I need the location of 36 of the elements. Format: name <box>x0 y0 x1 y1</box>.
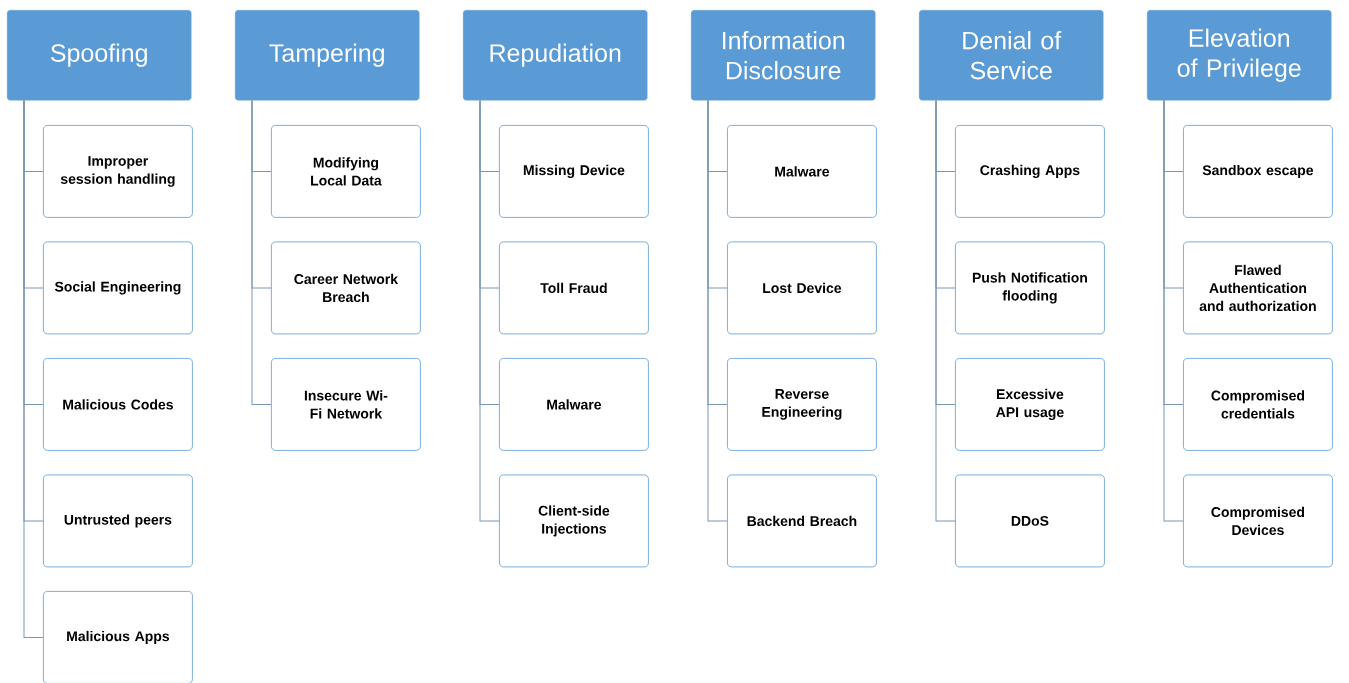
threat-box: Career Network Breach <box>271 241 421 335</box>
threat-box: Malware <box>727 125 877 218</box>
threat-box: DDoS <box>955 474 1105 568</box>
threat-box: Crashing Apps <box>955 125 1105 218</box>
connector-line <box>479 99 500 522</box>
threat-box: Push Notification flooding <box>955 241 1105 335</box>
threat-box: Insecure Wi-Fi Network <box>271 358 421 451</box>
category-header: Information Disclosure <box>691 10 876 101</box>
threat-box: Sandbox escape <box>1183 125 1333 218</box>
threat-box: Toll Fraud <box>499 241 649 335</box>
category-header: Elevation of Privilege <box>1147 10 1332 101</box>
threat-box: Untrusted peers <box>43 474 193 568</box>
threat-box: Backend Breach <box>727 474 877 568</box>
connector-line <box>23 99 44 638</box>
category-header: Spoofing <box>7 10 192 101</box>
threat-box: Reverse Engineering <box>727 358 877 451</box>
threat-box: Compromised Devices <box>1183 474 1333 568</box>
threat-box: Flawed Authentication and authorization <box>1183 241 1333 335</box>
threat-box: Improper session handling <box>43 125 193 218</box>
connector-line <box>251 99 272 405</box>
category-header: Repudiation <box>463 10 648 101</box>
threat-box: Malware <box>499 358 649 451</box>
category-header: Tampering <box>235 10 420 101</box>
threat-box: Malicious Codes <box>43 358 193 451</box>
threat-box: Malicious Apps <box>43 591 193 683</box>
threat-box: Social Engineering <box>43 241 193 335</box>
threat-box: Client-side Injections <box>499 474 649 568</box>
connector-line <box>707 99 728 522</box>
connector-line <box>935 99 956 522</box>
threat-box: Missing Device <box>499 125 649 218</box>
threat-box: Excessive API usage <box>955 358 1105 451</box>
threat-box: Compromised credentials <box>1183 358 1333 451</box>
threat-box: Modifying Local Data <box>271 125 421 218</box>
category-header: Denial of Service <box>919 10 1104 101</box>
connector-line <box>1163 99 1184 522</box>
threat-box: Lost Device <box>727 241 877 335</box>
